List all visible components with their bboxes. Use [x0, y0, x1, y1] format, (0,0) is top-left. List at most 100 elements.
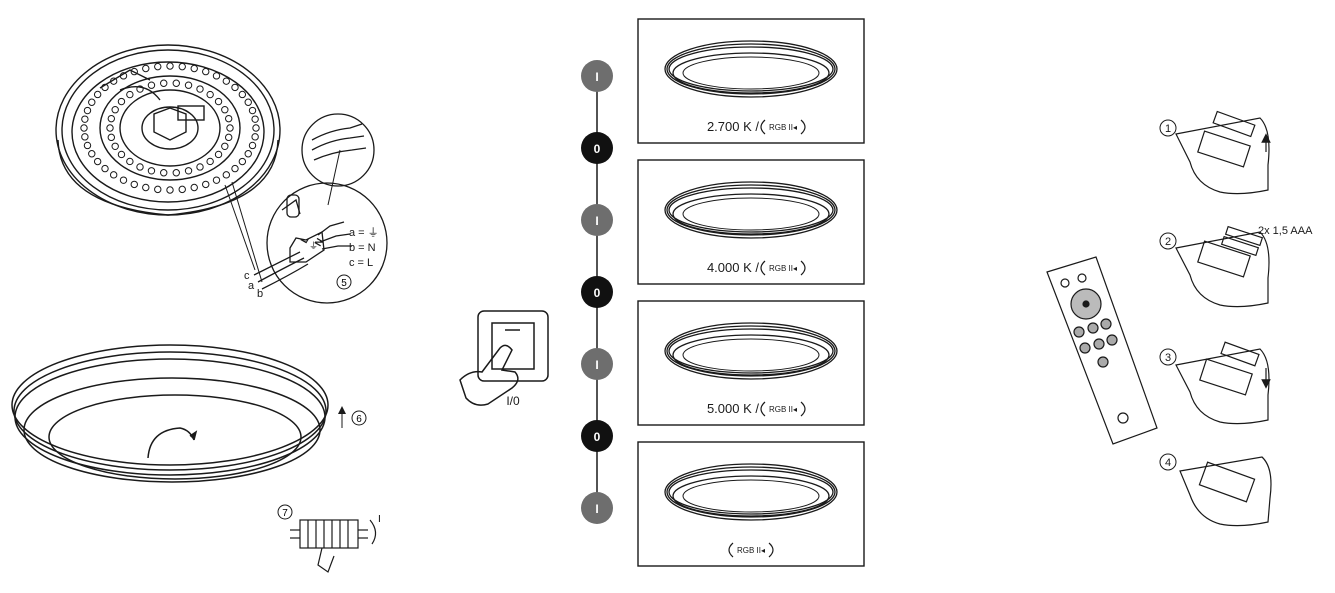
led-dot — [196, 163, 204, 171]
led-dot — [117, 150, 126, 159]
node-label: I — [595, 358, 598, 372]
battery-step-number: 2 — [1159, 232, 1177, 250]
led-dot — [252, 124, 260, 132]
lamp-outline — [666, 43, 836, 95]
rgb-bracket-left — [760, 260, 766, 276]
led-dot — [107, 133, 116, 142]
led-dot — [130, 67, 138, 76]
led-dot — [154, 185, 162, 194]
step-5-marker: 5 — [336, 274, 352, 290]
led-dot — [212, 72, 221, 80]
led-dot — [221, 105, 229, 114]
rgb-mode-label: RGB II◂ — [769, 405, 797, 414]
led-dot — [107, 114, 116, 123]
terminal-earth-label: ⏚ — [309, 241, 318, 251]
lamp-outline — [668, 328, 834, 374]
led-dot — [126, 90, 134, 99]
led-dot — [196, 85, 204, 93]
wire-ends-detail — [301, 113, 375, 187]
battery-step-number: 1 — [1159, 119, 1177, 137]
rgb-bracket-right — [800, 260, 806, 276]
led-dot — [147, 81, 156, 89]
node-label: 0 — [594, 430, 601, 444]
led-dot — [109, 171, 118, 179]
svg-text:5: 5 — [341, 278, 347, 289]
lamp-outline — [666, 184, 836, 236]
led-dot — [190, 64, 198, 73]
lamp-outline — [664, 40, 838, 98]
led-dot — [251, 115, 259, 123]
rgb-mode-label: RGB II◂ — [769, 123, 797, 132]
switch-on-node: I — [581, 204, 613, 236]
battery-step-1 — [1175, 110, 1271, 195]
node-label: 0 — [594, 286, 601, 300]
node-circle — [581, 420, 613, 452]
rgb-bracket-right — [800, 401, 806, 417]
lamp-outline — [672, 52, 830, 94]
led-dot — [160, 169, 168, 177]
led-dot — [83, 141, 92, 150]
switch-off-node: 0 — [581, 420, 613, 452]
led-dot — [178, 185, 186, 194]
color-temperature-panels: 2.700 K /RGB II◂4.000 K /RGB II◂5.000 K … — [637, 18, 865, 567]
lamp-outline — [682, 338, 820, 372]
wire-label-b: b — [257, 288, 263, 300]
led-dot — [226, 124, 234, 132]
terminal-n-label: N — [313, 237, 326, 249]
node-circle — [581, 276, 613, 308]
led-dot — [88, 150, 96, 158]
wire-label-a: a — [248, 280, 255, 292]
led-dot — [81, 133, 89, 141]
switch-on-node: I — [581, 492, 613, 524]
lamp-outline — [682, 197, 820, 231]
led-dot — [119, 72, 128, 80]
lamp-outline — [672, 334, 830, 376]
led-dot — [160, 79, 168, 87]
wall-switch-illustration — [459, 310, 549, 406]
led-dot — [101, 164, 109, 173]
lamp-outline — [672, 475, 830, 517]
lamp-outline — [666, 325, 836, 377]
led-dot — [166, 186, 174, 194]
step-circle — [1159, 119, 1177, 137]
led-dot — [214, 150, 223, 159]
led-dot — [117, 97, 126, 106]
led-dot — [244, 98, 252, 106]
wiring-labels: a = ⏚ b = N c = L c a b ⏚ N L — [244, 226, 379, 300]
led-dot — [172, 169, 180, 177]
led-dot — [244, 150, 252, 158]
led-dot — [106, 124, 114, 132]
rgb-mode-label: RGB II◂ — [737, 546, 765, 555]
lamp-outline — [668, 46, 834, 92]
led-dot — [212, 176, 221, 184]
led-dot — [142, 183, 150, 192]
led-dot — [231, 83, 239, 92]
wiring-leader-lines — [224, 149, 341, 283]
switch-on-node: I — [581, 60, 613, 92]
step-number: 1 — [1165, 123, 1171, 135]
lamp-outline — [666, 466, 836, 518]
switch-off-node: 0 — [581, 276, 613, 308]
led-dot — [224, 114, 233, 123]
led-dot — [248, 141, 257, 150]
led-dot — [238, 90, 247, 99]
wiring-detail — [253, 182, 388, 304]
light-mode-panel: 5.000 K /RGB II◂ — [637, 300, 865, 426]
led-dot — [231, 164, 239, 173]
lamp-outline — [682, 56, 820, 90]
light-mode-panel: 2.700 K /RGB II◂ — [637, 18, 865, 144]
lamp-outline — [664, 463, 838, 521]
svg-text:7: 7 — [282, 508, 288, 519]
led-dot — [221, 142, 229, 151]
node-label: I — [595, 214, 598, 228]
node-label: 0 — [594, 142, 601, 156]
lamp-outline — [668, 469, 834, 515]
led-dot — [190, 183, 198, 192]
rgb-mode-label: RGB II◂ — [769, 264, 797, 273]
rotate-label: I — [378, 514, 381, 525]
led-dot — [119, 176, 128, 184]
led-dot — [142, 64, 150, 73]
led-dot — [111, 142, 119, 151]
